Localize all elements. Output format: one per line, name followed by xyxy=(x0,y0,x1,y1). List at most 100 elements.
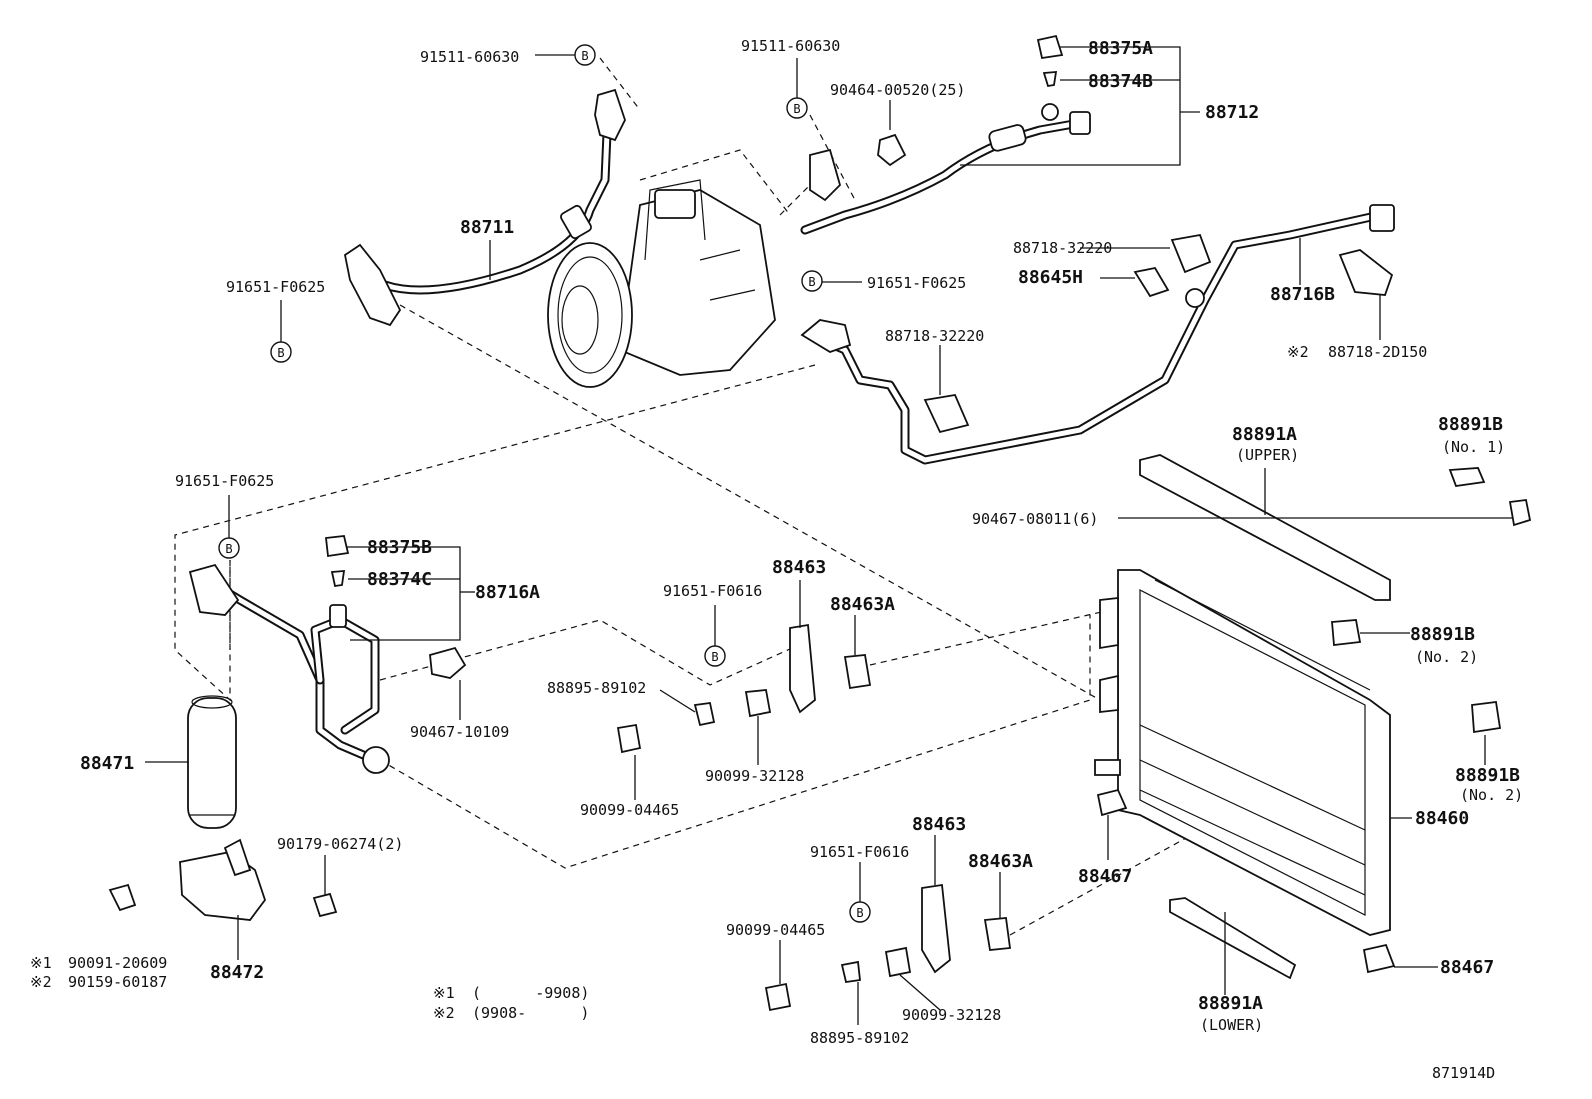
part-labels: 91511-60630 91511-60630 88375A 88374B 88… xyxy=(30,37,1523,1047)
sensor-88645H[interactable] xyxy=(1133,266,1170,298)
label-90091-20609: 90091-20609 xyxy=(68,954,167,972)
label-90099-32128-b: 90099-32128 xyxy=(902,1006,1001,1024)
bolt-markers: B B B B B B B xyxy=(218,44,871,923)
compressor[interactable] xyxy=(547,179,776,388)
hose-88711[interactable] xyxy=(343,88,626,327)
clip-88718-32220-upper[interactable] xyxy=(1170,233,1212,274)
label-88891A-upper: 88891A xyxy=(1232,424,1297,445)
bolt-90099-04465-a[interactable] xyxy=(616,723,642,754)
bolt-marker-top-left: B xyxy=(574,44,596,66)
clip-88718-2D150[interactable] xyxy=(1338,249,1394,296)
bracket-88463A-a[interactable] xyxy=(843,654,872,690)
bracket-88463A-b[interactable] xyxy=(983,917,1012,951)
pipe-88716A[interactable] xyxy=(188,563,390,774)
label-91651-F0616-b: 91651-F0616 xyxy=(810,843,909,861)
bolt-marker-text: B xyxy=(793,102,800,116)
bracket-88472[interactable] xyxy=(179,838,267,921)
pipe-88716B[interactable] xyxy=(800,204,1395,465)
bracket-88891A-upper[interactable] xyxy=(1139,454,1391,601)
label-88463-a: 88463 xyxy=(772,557,826,578)
label-88374B: 88374B xyxy=(1088,71,1153,92)
clip-90467-08011[interactable] xyxy=(1508,499,1532,527)
label-88374C: 88374C xyxy=(367,569,432,590)
label-88712: 88712 xyxy=(1205,102,1259,123)
label-88460: 88460 xyxy=(1415,808,1469,829)
nut-90179[interactable] xyxy=(312,892,338,918)
legend-notes: ※1 ( -9908) ※2 (9908- ) xyxy=(433,984,589,1022)
label-88711: 88711 xyxy=(460,217,514,238)
bolt-90091-left[interactable] xyxy=(108,883,137,912)
label-90099-04465-b: 90099-04465 xyxy=(726,921,825,939)
dashed-reference-lines xyxy=(174,57,1356,936)
note-1-mark: ※1 xyxy=(433,984,455,1002)
label-88463-b: 88463 xyxy=(912,814,966,835)
note-2-mark: ※2 xyxy=(433,1004,455,1022)
label-88891B-no1: 88891B xyxy=(1438,414,1503,435)
bracket-88463-b[interactable] xyxy=(921,883,951,974)
label-88718-32220-upper: 88718-32220 xyxy=(1013,239,1112,257)
clamp-90464[interactable] xyxy=(877,133,907,167)
label-no1: (No. 1) xyxy=(1442,438,1505,456)
label-88471: 88471 xyxy=(80,753,134,774)
label-88375A: 88375A xyxy=(1088,38,1153,59)
label-91651-F0625-lower: 91651-F0625 xyxy=(175,472,274,490)
mount-88467-upper[interactable] xyxy=(1096,788,1128,817)
label-90464-00520: 90464-00520(25) xyxy=(830,81,965,99)
label-90467-10109: 90467-10109 xyxy=(410,723,509,741)
bolt-marker-top-mid: B xyxy=(786,97,808,119)
label-88467-a: 88467 xyxy=(1078,866,1132,887)
label-upper: (UPPER) xyxy=(1236,446,1299,464)
valve-core-88374B[interactable] xyxy=(1042,71,1058,88)
clamp-90467-10109[interactable] xyxy=(429,646,467,679)
mount-88467-lower[interactable] xyxy=(1362,943,1396,974)
clip-88718-32220-lower[interactable] xyxy=(923,393,970,434)
cushion-88891B-no1[interactable] xyxy=(1448,467,1486,487)
label-88895-89102-b: 88895-89102 xyxy=(810,1029,909,1047)
cushion-88891B-no2-left[interactable] xyxy=(1331,619,1362,647)
label-90099-32128-a: 90099-32128 xyxy=(705,767,804,785)
condenser-88460[interactable] xyxy=(1094,569,1391,936)
cushion-90099-32128-b[interactable] xyxy=(884,946,912,978)
label-88891B-no2-b: 88891B xyxy=(1455,765,1520,786)
bolt-marker-text: B xyxy=(856,906,863,920)
bolt-marker-f0616-a: B xyxy=(704,645,726,667)
bolt-marker-mid: B xyxy=(801,270,823,292)
bolt-marker-lower-left: B xyxy=(218,537,240,559)
label-no2-b: (No. 2) xyxy=(1460,786,1523,804)
valve-core-88374C[interactable] xyxy=(330,570,346,588)
screw-88895-89102-b[interactable] xyxy=(840,960,861,984)
bracket-88891A-lower[interactable] xyxy=(1169,897,1297,980)
bracket-88463-a[interactable] xyxy=(789,623,816,714)
label-88891A-lower: 88891A xyxy=(1198,993,1263,1014)
cushion-90099-32128-a[interactable] xyxy=(744,689,772,718)
bolt-90099-04465-b[interactable] xyxy=(764,982,792,1012)
cushion-88891B-no2-right[interactable] xyxy=(1471,700,1502,734)
label-91651-F0625-mid: 91651-F0625 xyxy=(867,274,966,292)
label-88375B: 88375B xyxy=(367,537,432,558)
hose-88712[interactable] xyxy=(800,103,1091,235)
mark-2-88718: ※2 xyxy=(1287,343,1309,361)
receiver-88471[interactable] xyxy=(187,695,237,829)
label-88467-b: 88467 xyxy=(1440,957,1494,978)
bolt-marker-text: B xyxy=(808,275,815,289)
label-90099-04465-a: 90099-04465 xyxy=(580,801,679,819)
screw-88895-89102-a[interactable] xyxy=(693,701,716,727)
bolt-marker-text: B xyxy=(277,346,284,360)
note-1-text: ( -9908) xyxy=(472,984,589,1002)
label-no2-a: (No. 2) xyxy=(1415,648,1478,666)
cap-88375B[interactable] xyxy=(325,535,350,558)
note-2-text: (9908- ) xyxy=(472,1004,589,1022)
label-88645H: 88645H xyxy=(1018,267,1083,288)
label-91651-F0625-left: 91651-F0625 xyxy=(226,278,325,296)
label-88472: 88472 xyxy=(210,962,264,983)
mark-2: ※2 xyxy=(30,973,52,991)
cap-88375A[interactable] xyxy=(1036,34,1064,60)
label-88463A-a: 88463A xyxy=(830,594,895,615)
label-88463A-b: 88463A xyxy=(968,851,1033,872)
label-90159-60187: 90159-60187 xyxy=(68,973,167,991)
label-91511-60630-mid: 91511-60630 xyxy=(741,37,840,55)
label-88718-32220-lower: 88718-32220 xyxy=(885,327,984,345)
label-90467-08011: 90467-08011(6) xyxy=(972,510,1098,528)
bolt-marker-text: B xyxy=(711,650,718,664)
